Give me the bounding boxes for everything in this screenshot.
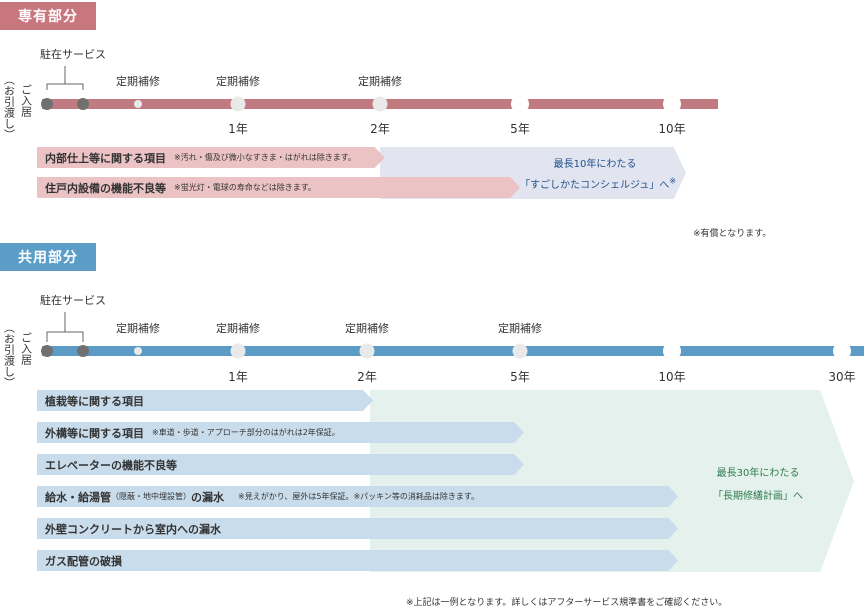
common-year-2: 2年 xyxy=(357,370,377,384)
private-item-note: ※蛍光灯・電球の寿命などは除きます。 xyxy=(174,183,316,192)
private-maintenance-3: 定期補修 xyxy=(358,75,402,88)
private-dot-10y xyxy=(663,95,681,113)
private-dot-1y xyxy=(230,96,246,112)
common-item-label: 外構等に関する項目 xyxy=(45,426,144,440)
private-year-10: 10年 xyxy=(658,122,686,136)
common-extension-line2: 「長期修繕計画」へ xyxy=(713,491,803,502)
common-section-title: 共用部分 xyxy=(18,250,78,266)
common-timeline-bar xyxy=(42,346,864,356)
private-move-in-label: ご入居 xyxy=(19,84,33,117)
common-item-label: エレベーターの機能不良等 xyxy=(45,458,177,472)
private-year-2: 2年 xyxy=(370,122,390,136)
common-item-row: 外構等に関する項目 ※車道・歩道・アプローチ部分のはがれは2年保証。 xyxy=(37,422,524,443)
private-extension-text: 最長10年にわたる 「すごしかたコンシェルジュ」へ※ xyxy=(520,155,676,191)
common-dot-1y xyxy=(230,343,246,359)
private-paid-note: ※有償となります。 xyxy=(693,229,772,239)
common-item-label: ガス配管の破損 xyxy=(45,554,122,568)
private-item-row: 住戸内設備の機能不良等 ※蛍光灯・電球の寿命などは除きます。 xyxy=(37,177,520,198)
common-item-note: ※車道・歩道・アプローチ部分のはがれは2年保証。 xyxy=(152,428,340,437)
common-item-note: ※見えがかり、屋外は5年保証。※パッキン等の消耗品は除きます。 xyxy=(238,492,480,501)
common-dot-5y xyxy=(512,343,528,359)
private-maintenance-1: 定期補修 xyxy=(116,75,160,88)
private-section-tab: 専有部分 xyxy=(0,2,96,30)
private-section-title: 専有部分 xyxy=(18,9,78,25)
private-stay-service-label: 駐在サービス xyxy=(40,48,106,61)
common-stay-bracket xyxy=(46,312,84,342)
common-dot-maint1 xyxy=(134,347,142,355)
footer-note: ※上記は一例となります。詳しくはアフターサービス規準書をご確認ください。 xyxy=(406,598,728,608)
common-year-30: 30年 xyxy=(828,370,856,384)
common-item-label: 植栽等に関する項目 xyxy=(45,394,144,408)
private-handover-label: （お引渡し） xyxy=(2,74,16,140)
private-dot-move-in xyxy=(41,98,53,110)
common-item-row: エレベーターの機能不良等 xyxy=(37,454,524,475)
common-stay-service-label: 駐在サービス xyxy=(40,294,106,307)
private-dot-5y xyxy=(511,95,529,113)
private-dot-stay xyxy=(77,98,89,110)
private-extension-mark: ※ xyxy=(669,176,677,186)
common-maintenance-3: 定期補修 xyxy=(345,322,389,335)
common-extension-line1: 最長30年にわたる xyxy=(716,468,800,479)
common-handover-label: （お引渡し） xyxy=(2,322,16,388)
private-item-label: 内部仕上等に関する項目 xyxy=(45,151,166,165)
common-item-label-small: （隠蔽・地中埋設管） xyxy=(111,492,191,501)
common-item-label: 外壁コンクリートから室内への漏水 xyxy=(45,522,221,536)
private-extension-line2: 「すごしかたコンシェルジュ」へ xyxy=(520,180,670,191)
private-year-1: 1年 xyxy=(228,122,248,136)
common-dot-10y xyxy=(663,342,681,360)
common-item-row: 植栽等に関する項目 xyxy=(37,390,373,411)
common-item-row: 外壁コンクリートから室内への漏水 xyxy=(37,518,678,539)
common-item-row: 給水・給湯管（隠蔽・地中埋設管）の漏水 ※見えがかり、屋外は5年保証。※パッキン… xyxy=(37,486,678,507)
common-dot-move-in xyxy=(41,345,53,357)
common-year-5: 5年 xyxy=(510,370,530,384)
private-stay-bracket xyxy=(46,66,84,90)
common-maintenance-4: 定期補修 xyxy=(498,322,542,335)
common-item-row: ガス配管の破損 xyxy=(37,550,678,571)
private-dot-2y xyxy=(372,96,388,112)
common-extension-text: 最長30年にわたる 「長期修繕計画」へ xyxy=(683,464,833,502)
common-section-tab: 共用部分 xyxy=(0,243,96,271)
common-maintenance-2: 定期補修 xyxy=(216,322,260,335)
private-item-label: 住戸内設備の機能不良等 xyxy=(45,181,166,195)
common-dot-stay xyxy=(77,345,89,357)
common-item-label: 給水・給湯管 xyxy=(45,490,111,504)
private-item-row: 内部仕上等に関する項目 ※汚れ・傷及び微小なすきま・はがれは除きます。 xyxy=(37,147,385,168)
common-maintenance-1: 定期補修 xyxy=(116,322,160,335)
private-dot-maint1 xyxy=(134,100,142,108)
common-dot-2y xyxy=(359,343,375,359)
private-maintenance-2: 定期補修 xyxy=(216,75,260,88)
common-extension-arrow xyxy=(370,390,854,572)
private-extension-line1: 最長10年にわたる xyxy=(553,159,637,170)
common-year-1: 1年 xyxy=(228,370,248,384)
common-item-label-tail: の漏水 xyxy=(191,490,224,504)
common-year-10: 10年 xyxy=(658,370,686,384)
common-dot-30y xyxy=(833,342,851,360)
common-move-in-label: ご入居 xyxy=(19,332,33,365)
private-item-note: ※汚れ・傷及び微小なすきま・はがれは除きます。 xyxy=(174,153,356,162)
private-year-5: 5年 xyxy=(510,122,530,136)
